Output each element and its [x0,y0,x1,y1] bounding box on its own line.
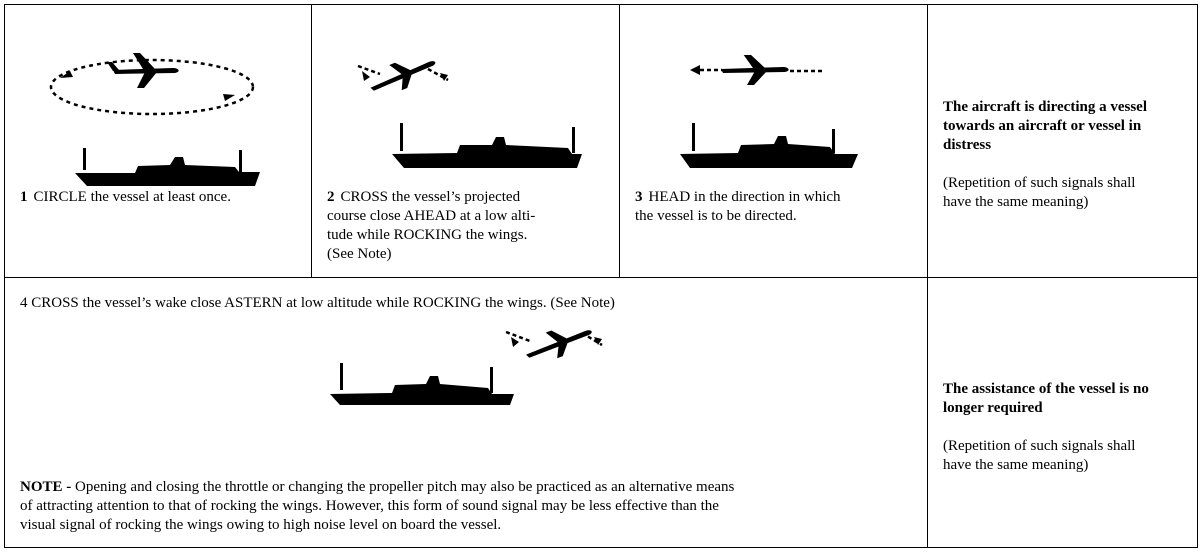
col-divider-1 [311,4,312,278]
table-border-left [4,4,5,548]
ship-icon [330,363,514,405]
circle-signal-illustration [20,50,300,200]
cross-ahead-illustration [350,55,610,175]
ship-icon [680,123,858,168]
note-block: NOTE - Opening and closing the throttle … [20,479,735,533]
signal-4-text: 4 CROSS the vessel’s wake close ASTERN a… [20,295,615,311]
col-divider-2 [619,4,620,278]
head-direction-illustration [660,55,920,175]
meaning-top: The aircraft is directing a vessel towar… [943,99,1147,210]
aircraft-icon [107,53,179,88]
aircraft-icon [721,55,789,85]
col-divider-meaning [927,4,928,548]
row-divider [4,277,1198,278]
meaning-bottom: The assistance of the vessel is no longe… [943,381,1149,473]
ship-icon [75,148,260,186]
table-border-bottom [4,547,1198,548]
aircraft-icon [526,330,592,359]
aircraft-icon [370,61,436,91]
cross-astern-illustration [330,325,630,445]
ship-icon [392,123,582,168]
table-border-top [4,4,1198,5]
table-border-right [1197,4,1198,548]
